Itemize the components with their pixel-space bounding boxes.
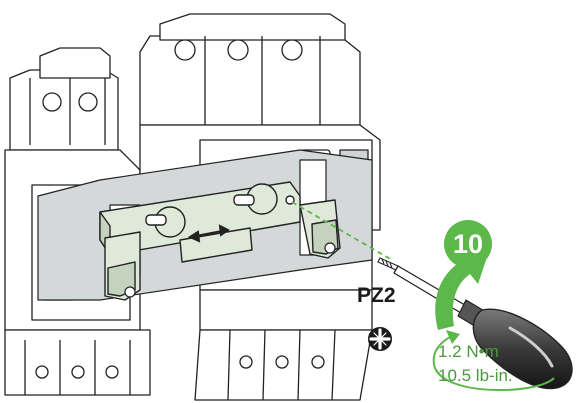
step-badge: [444, 220, 492, 268]
rotation-arrow-icon: [435, 248, 490, 330]
lower-bracket-screws: [124, 242, 336, 298]
torque-arc-icon: [432, 335, 555, 392]
step-number: 10: [452, 229, 484, 259]
alignment-guide-line: [291, 201, 393, 261]
bit-size-label: PZ2: [357, 284, 396, 307]
torque-imperial-value: 10.5 lb-in.: [438, 366, 513, 385]
torque-metric-value: 1.2 N•m: [438, 342, 499, 361]
screw: [377, 257, 399, 271]
slide-direction-arrow: [187, 224, 230, 243]
pozidriv-cross-icon: [368, 327, 392, 351]
